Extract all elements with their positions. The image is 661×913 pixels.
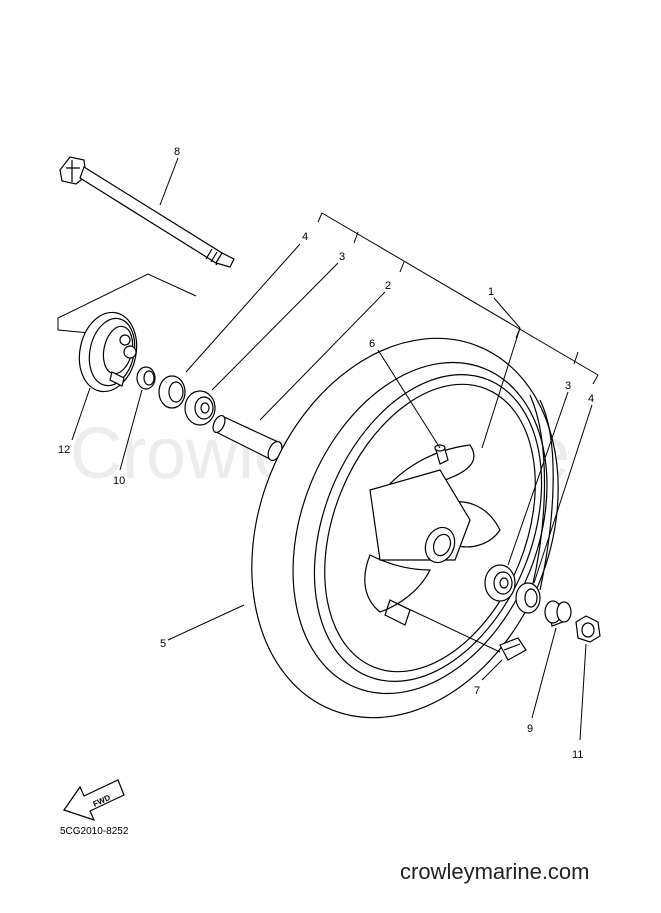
wheel-assembly [251,337,559,719]
axle-bolt [59,156,235,268]
bearing-right [484,564,516,602]
brake-plate [78,311,138,393]
collar-right [544,600,572,627]
callout-7: 7 [474,685,480,697]
axle-nut [575,615,601,643]
callout-5: 5 [160,638,166,650]
callout-labels: 8 4 3 2 1 6 3 4 12 10 5 7 9 11 [58,146,594,761]
brake-plate-bracket [57,273,197,334]
callout-9: 9 [527,723,533,735]
collar-left [136,366,156,390]
diagram-code: 5CG2010-8252 [60,826,129,837]
leader-lines [71,157,599,741]
fwd-arrow-icon: FWD [63,779,125,821]
oil-seal-right [515,582,541,614]
spacer [212,414,283,462]
callout-10: 10 [113,475,125,487]
callout-4-left: 4 [302,231,308,243]
callout-2: 2 [385,280,391,292]
callout-12: 12 [58,444,70,456]
callout-11: 11 [572,749,583,761]
callout-3-right: 3 [565,380,571,392]
callout-3-left: 3 [339,251,345,263]
oil-seal-left [158,375,186,409]
callout-8: 8 [174,146,180,158]
bearing-left [184,390,216,426]
callout-4-right: 4 [588,393,594,405]
balance-weight [499,637,527,661]
callout-1: 1 [488,286,494,298]
callout-6: 6 [369,338,375,350]
site-url[interactable]: crowleymarine.com [400,859,590,884]
